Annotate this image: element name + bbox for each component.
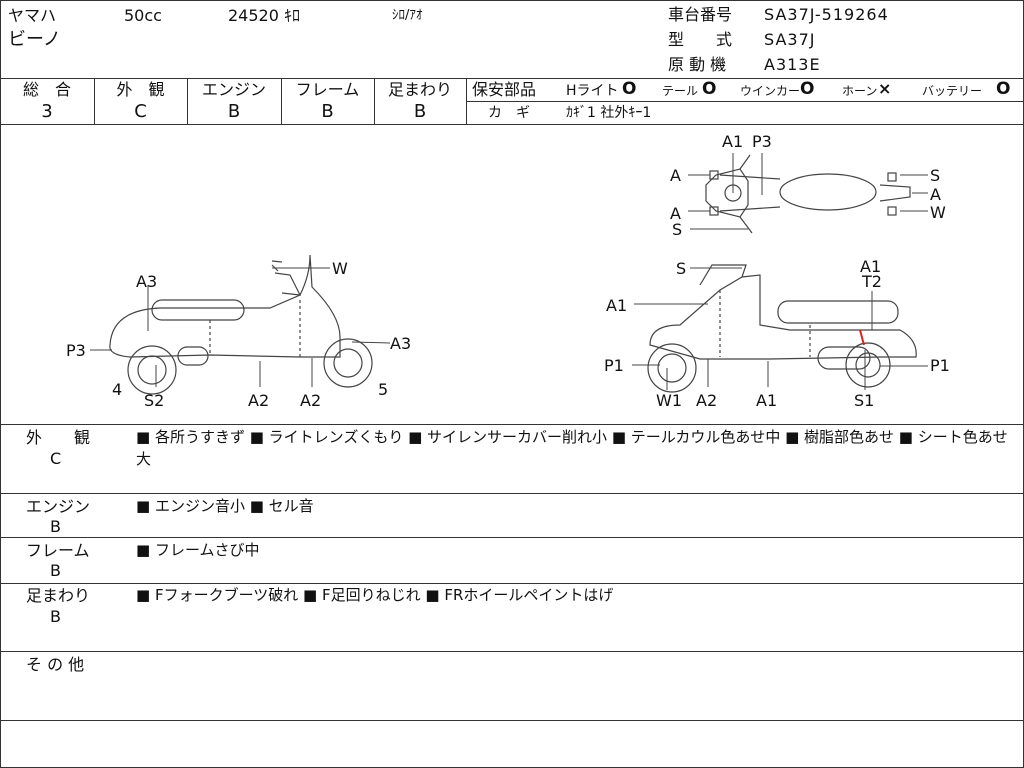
safety-item-battery: バッテリー	[922, 84, 983, 98]
key-value: ｶｷﾞ1 社外ｷｰ1	[566, 105, 652, 121]
diagram-label: A3	[390, 334, 412, 353]
note-label-frame: フレーム	[26, 541, 90, 560]
diagram-label: A2	[300, 391, 322, 410]
rule	[0, 583, 1024, 584]
diagram-label: P3	[66, 341, 86, 360]
grade-label-engine: エンジン	[201, 80, 266, 99]
type-value: SA37J	[764, 30, 816, 49]
note-text-exterior: ■ 各所うすきず ■ ライトレンズくもり ■ サイレンサーカバー削れ小 ■ テー…	[136, 428, 1008, 468]
diagram-label: T2	[862, 272, 882, 291]
diagram-label: A	[670, 166, 681, 185]
note-text-frame: ■ フレームさび中	[136, 541, 260, 559]
note-label-other: そ の 他	[26, 655, 85, 674]
grade-value-exterior: C	[134, 101, 147, 122]
grade-value-frame: B	[321, 101, 334, 122]
safety-mark-tail: O	[702, 79, 717, 99]
diagram-label: A	[930, 185, 941, 204]
grade-label-suspension: 足まわり	[387, 80, 452, 99]
rule	[0, 424, 1024, 425]
engine-label: 原 動 機	[668, 55, 727, 74]
top-view	[705, 154, 911, 234]
safety-item-headlight: Hライト	[566, 83, 619, 99]
chassis-number: SA37J-519264	[764, 5, 889, 24]
diagram-label: S1	[854, 391, 875, 410]
diagram-label: S	[676, 259, 687, 278]
divider	[466, 78, 467, 124]
safety-title: 保安部品	[472, 80, 537, 99]
right-side-view	[647, 264, 917, 393]
note-text-engine: ■ エンジン音小 ■ セル音	[136, 497, 314, 515]
diagram-label: A2	[248, 391, 270, 410]
diagram-label: A1	[756, 391, 778, 410]
rule	[0, 651, 1024, 652]
key-label: カ ギ	[488, 105, 530, 121]
left-side-view	[109, 254, 373, 395]
diagram-label: S	[930, 166, 941, 185]
safety-item-winker: ウインカー	[740, 84, 801, 98]
diagram-label: A3	[136, 272, 158, 291]
note-text-suspension: ■ Fフォークブーツ破れ ■ F足回りねじれ ■ FRホイールペイントはげ	[136, 586, 614, 604]
damage-diagram	[90, 153, 928, 395]
mileage: 24520 ｷﾛ	[228, 6, 300, 25]
grade-value-suspension: B	[413, 101, 427, 122]
diagram-label: A1	[606, 296, 628, 315]
diagram-label: W1	[656, 391, 682, 410]
grade-label-frame: フレーム	[295, 80, 360, 99]
divider	[94, 78, 95, 124]
diagram-label: W	[930, 203, 946, 222]
diagram-label: P1	[930, 356, 950, 375]
displacement: 50cc	[124, 6, 162, 25]
safety-item-tail: テール	[662, 84, 699, 98]
diagram-label: A1	[722, 132, 744, 151]
rule	[0, 124, 1024, 125]
diagram-label: 5	[378, 380, 389, 399]
grade-label-overall: 総 合	[22, 80, 71, 99]
note-grade-engine: B	[50, 517, 61, 536]
grade-value-overall: 3	[41, 101, 53, 122]
note-label-engine: エンジン	[26, 497, 91, 516]
rule	[0, 720, 1024, 721]
diagram-label: W	[332, 259, 348, 278]
diagram-label: P3	[752, 132, 772, 151]
rule	[466, 101, 1024, 102]
diagram-label: 4	[112, 380, 123, 399]
leader-lines	[90, 153, 928, 390]
divider	[281, 78, 282, 124]
rule	[0, 78, 1024, 79]
note-label-exterior: 外 観	[26, 428, 91, 447]
safety-mark-horn: ×	[878, 79, 892, 98]
grade-value-engine: B	[227, 101, 241, 122]
body-color: ｼﾛ/ｱｵ	[392, 8, 423, 23]
note-grade-exterior: C	[50, 449, 62, 468]
safety-mark-headlight: O	[622, 79, 637, 99]
rule	[0, 493, 1024, 494]
diagram-label: S2	[144, 391, 165, 410]
model-name: ビーノ	[8, 29, 61, 50]
diagram-label: P1	[604, 356, 624, 375]
diagram-label: A	[670, 204, 681, 223]
note-label-suspension: 足まわり	[26, 586, 91, 605]
note-grade-suspension: B	[50, 607, 61, 626]
maker-name: ヤマハ	[8, 6, 57, 25]
rule	[0, 537, 1024, 538]
engine-value: A313E	[764, 55, 821, 74]
diagram-label: A1	[860, 257, 882, 276]
chassis-label: 車台番号	[668, 5, 733, 24]
grade-label-exterior: 外 観	[116, 80, 165, 99]
safety-mark-battery: O	[996, 79, 1011, 99]
divider	[374, 78, 375, 124]
diagram-label: A2	[696, 391, 718, 410]
divider	[187, 78, 188, 124]
diagram-label: S	[672, 220, 683, 239]
safety-item-horn: ホーン	[842, 84, 878, 98]
type-label: 型 式	[668, 30, 733, 49]
note-grade-frame: B	[50, 561, 61, 580]
safety-mark-winker: O	[800, 79, 815, 99]
